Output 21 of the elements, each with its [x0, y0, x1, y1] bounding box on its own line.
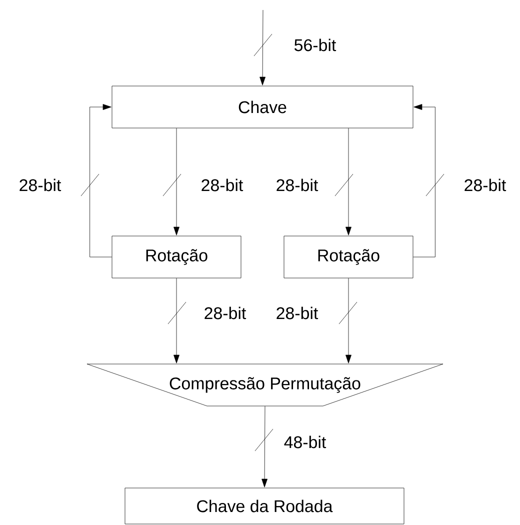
arrow [174, 278, 180, 364]
arrow [413, 104, 436, 258]
arrow [262, 406, 268, 488]
arrow [260, 10, 266, 86]
edge-label: 28-bit [20, 178, 62, 192]
edge-label: 28-bit [276, 178, 318, 192]
edge-label: 28-bit [276, 306, 318, 320]
edge-label: 28-bit [202, 178, 244, 192]
edge-label: 28-bit [464, 178, 506, 192]
arrow [346, 278, 352, 364]
trapezoid-block: Compressão Permutação [86, 364, 444, 406]
edge-label: 28-bit [204, 306, 246, 320]
arrow [174, 128, 180, 236]
process-box: Chave [112, 86, 414, 128]
process-box: Chave da Rodada [124, 488, 404, 524]
edge-label: 56-bit [294, 38, 336, 52]
process-box: Rotação [112, 236, 242, 278]
process-box: Rotação [284, 236, 414, 278]
edge-label: 48-bit [284, 436, 326, 448]
arrow [90, 104, 112, 258]
arrow [346, 128, 352, 236]
